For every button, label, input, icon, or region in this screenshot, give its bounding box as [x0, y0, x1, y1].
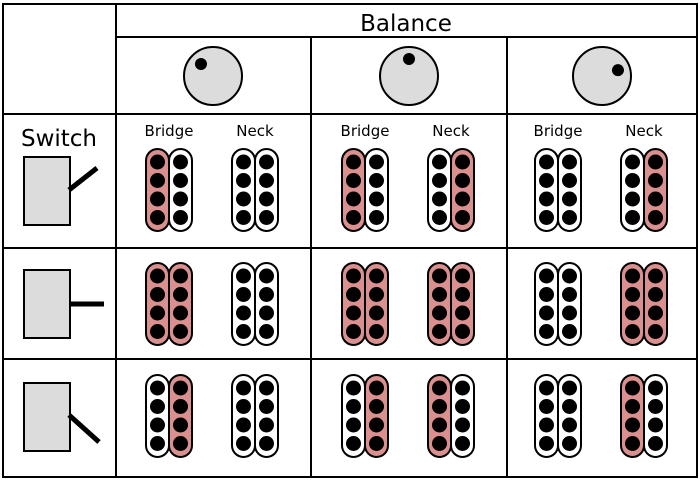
balance-knob-icon — [379, 46, 439, 106]
balance-knob-icon — [572, 46, 632, 106]
bridge-label: Bridge — [145, 122, 194, 140]
neck-pickup-icon — [231, 148, 279, 232]
bridge-pickup-icon — [145, 262, 193, 346]
table-grid — [2, 3, 698, 478]
neck-pickup-icon — [427, 374, 475, 458]
neck-pickup-icon — [620, 148, 668, 232]
balance-title: Balance — [360, 11, 452, 37]
neck-pickup-icon — [427, 148, 475, 232]
neck-pickup-icon — [231, 262, 279, 346]
switch-label: Switch — [21, 126, 97, 152]
switch-up-icon — [23, 156, 99, 226]
balance-knob-icon — [183, 46, 243, 106]
bridge-pickup-icon — [145, 148, 193, 232]
bridge-pickup-icon — [341, 148, 389, 232]
bridge-pickup-icon — [534, 148, 582, 232]
bridge-pickup-icon — [341, 374, 389, 458]
neck-pickup-icon — [620, 262, 668, 346]
neck-pickup-icon — [231, 374, 279, 458]
switch-down-icon — [23, 382, 101, 452]
bridge-pickup-icon — [534, 374, 582, 458]
bridge-pickup-icon — [341, 262, 389, 346]
bridge-label: Bridge — [341, 122, 390, 140]
bridge-pickup-icon — [534, 262, 582, 346]
neck-pickup-icon — [427, 262, 475, 346]
switch-middle-icon — [23, 269, 104, 339]
bridge-pickup-icon — [145, 374, 193, 458]
neck-label: Neck — [236, 122, 274, 140]
neck-pickup-icon — [620, 374, 668, 458]
neck-label: Neck — [432, 122, 470, 140]
bridge-label: Bridge — [534, 122, 583, 140]
neck-label: Neck — [625, 122, 663, 140]
